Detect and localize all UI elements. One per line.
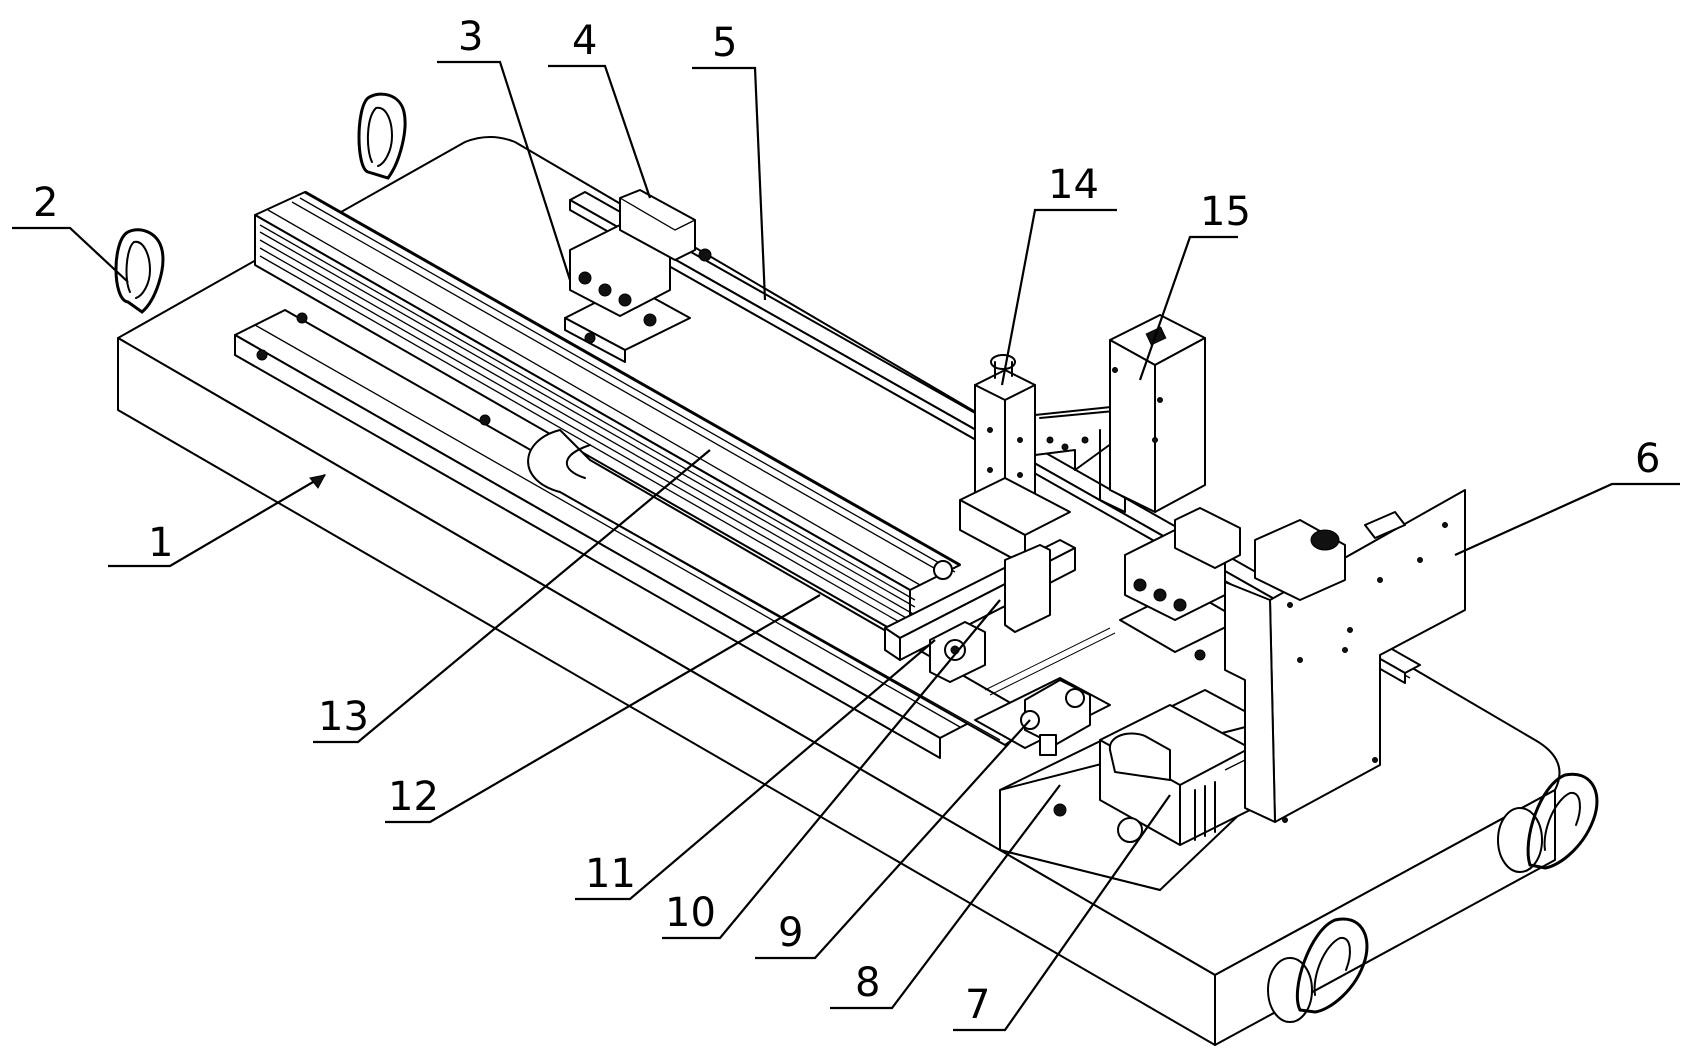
- leader-lines: [12, 60, 1680, 1032]
- callout-11: 11: [585, 851, 636, 897]
- lifting-ring-front-right: [1267, 917, 1369, 1023]
- callout-9: 9: [778, 910, 803, 956]
- clamp-assembly: [974, 627, 1116, 756]
- callout-14: 14: [1048, 162, 1099, 208]
- leader-4: [548, 64, 652, 199]
- callout-12: 12: [388, 774, 439, 820]
- callout-3: 3: [458, 14, 483, 60]
- leader-6: [1454, 482, 1680, 557]
- callout-15: 15: [1200, 189, 1251, 235]
- callout-13: 13: [318, 694, 369, 740]
- callout-10: 10: [665, 890, 716, 936]
- slider-block-front: [1119, 507, 1241, 661]
- callout-4: 4: [572, 18, 597, 64]
- sensor-housing: [1109, 314, 1206, 513]
- lifting-ring-back-right: [1497, 772, 1599, 873]
- lifting-ring-front-left: [114, 228, 165, 314]
- callout-1: 1: [148, 520, 173, 566]
- callout-2: 2: [33, 180, 58, 226]
- linear-module: [254, 190, 961, 641]
- callout-5: 5: [712, 20, 737, 66]
- cable-chain: [527, 429, 1041, 746]
- slider-block-back: [564, 224, 691, 363]
- leader-14: [1000, 208, 1117, 386]
- leader-1: [108, 474, 326, 568]
- callout-7: 7: [965, 982, 990, 1028]
- leader-10: [662, 599, 1001, 940]
- leader-13: [313, 449, 711, 744]
- leader-2: [12, 226, 129, 283]
- lifting-ring-back-left: [357, 92, 407, 180]
- rail-clamp: [619, 189, 712, 262]
- drive-unit: [1099, 704, 1251, 846]
- leader-3: [437, 60, 572, 281]
- leader-5: [692, 66, 767, 301]
- leader-15: [1138, 235, 1238, 381]
- vertical-mounting-panel: [1224, 489, 1466, 823]
- callout-8: 8: [855, 960, 880, 1006]
- leader-9: [755, 719, 1031, 960]
- callout-6: 6: [1635, 436, 1660, 482]
- leader-11: [575, 639, 936, 901]
- leader-12: [385, 594, 821, 824]
- leader-7: [953, 794, 1171, 1032]
- leader-8: [830, 784, 1061, 1010]
- callout-labels: 1 2 3 4 5 6 7 8 9 10 11 12 13 14 15: [33, 14, 1660, 1028]
- vertical-column: [933, 354, 1071, 580]
